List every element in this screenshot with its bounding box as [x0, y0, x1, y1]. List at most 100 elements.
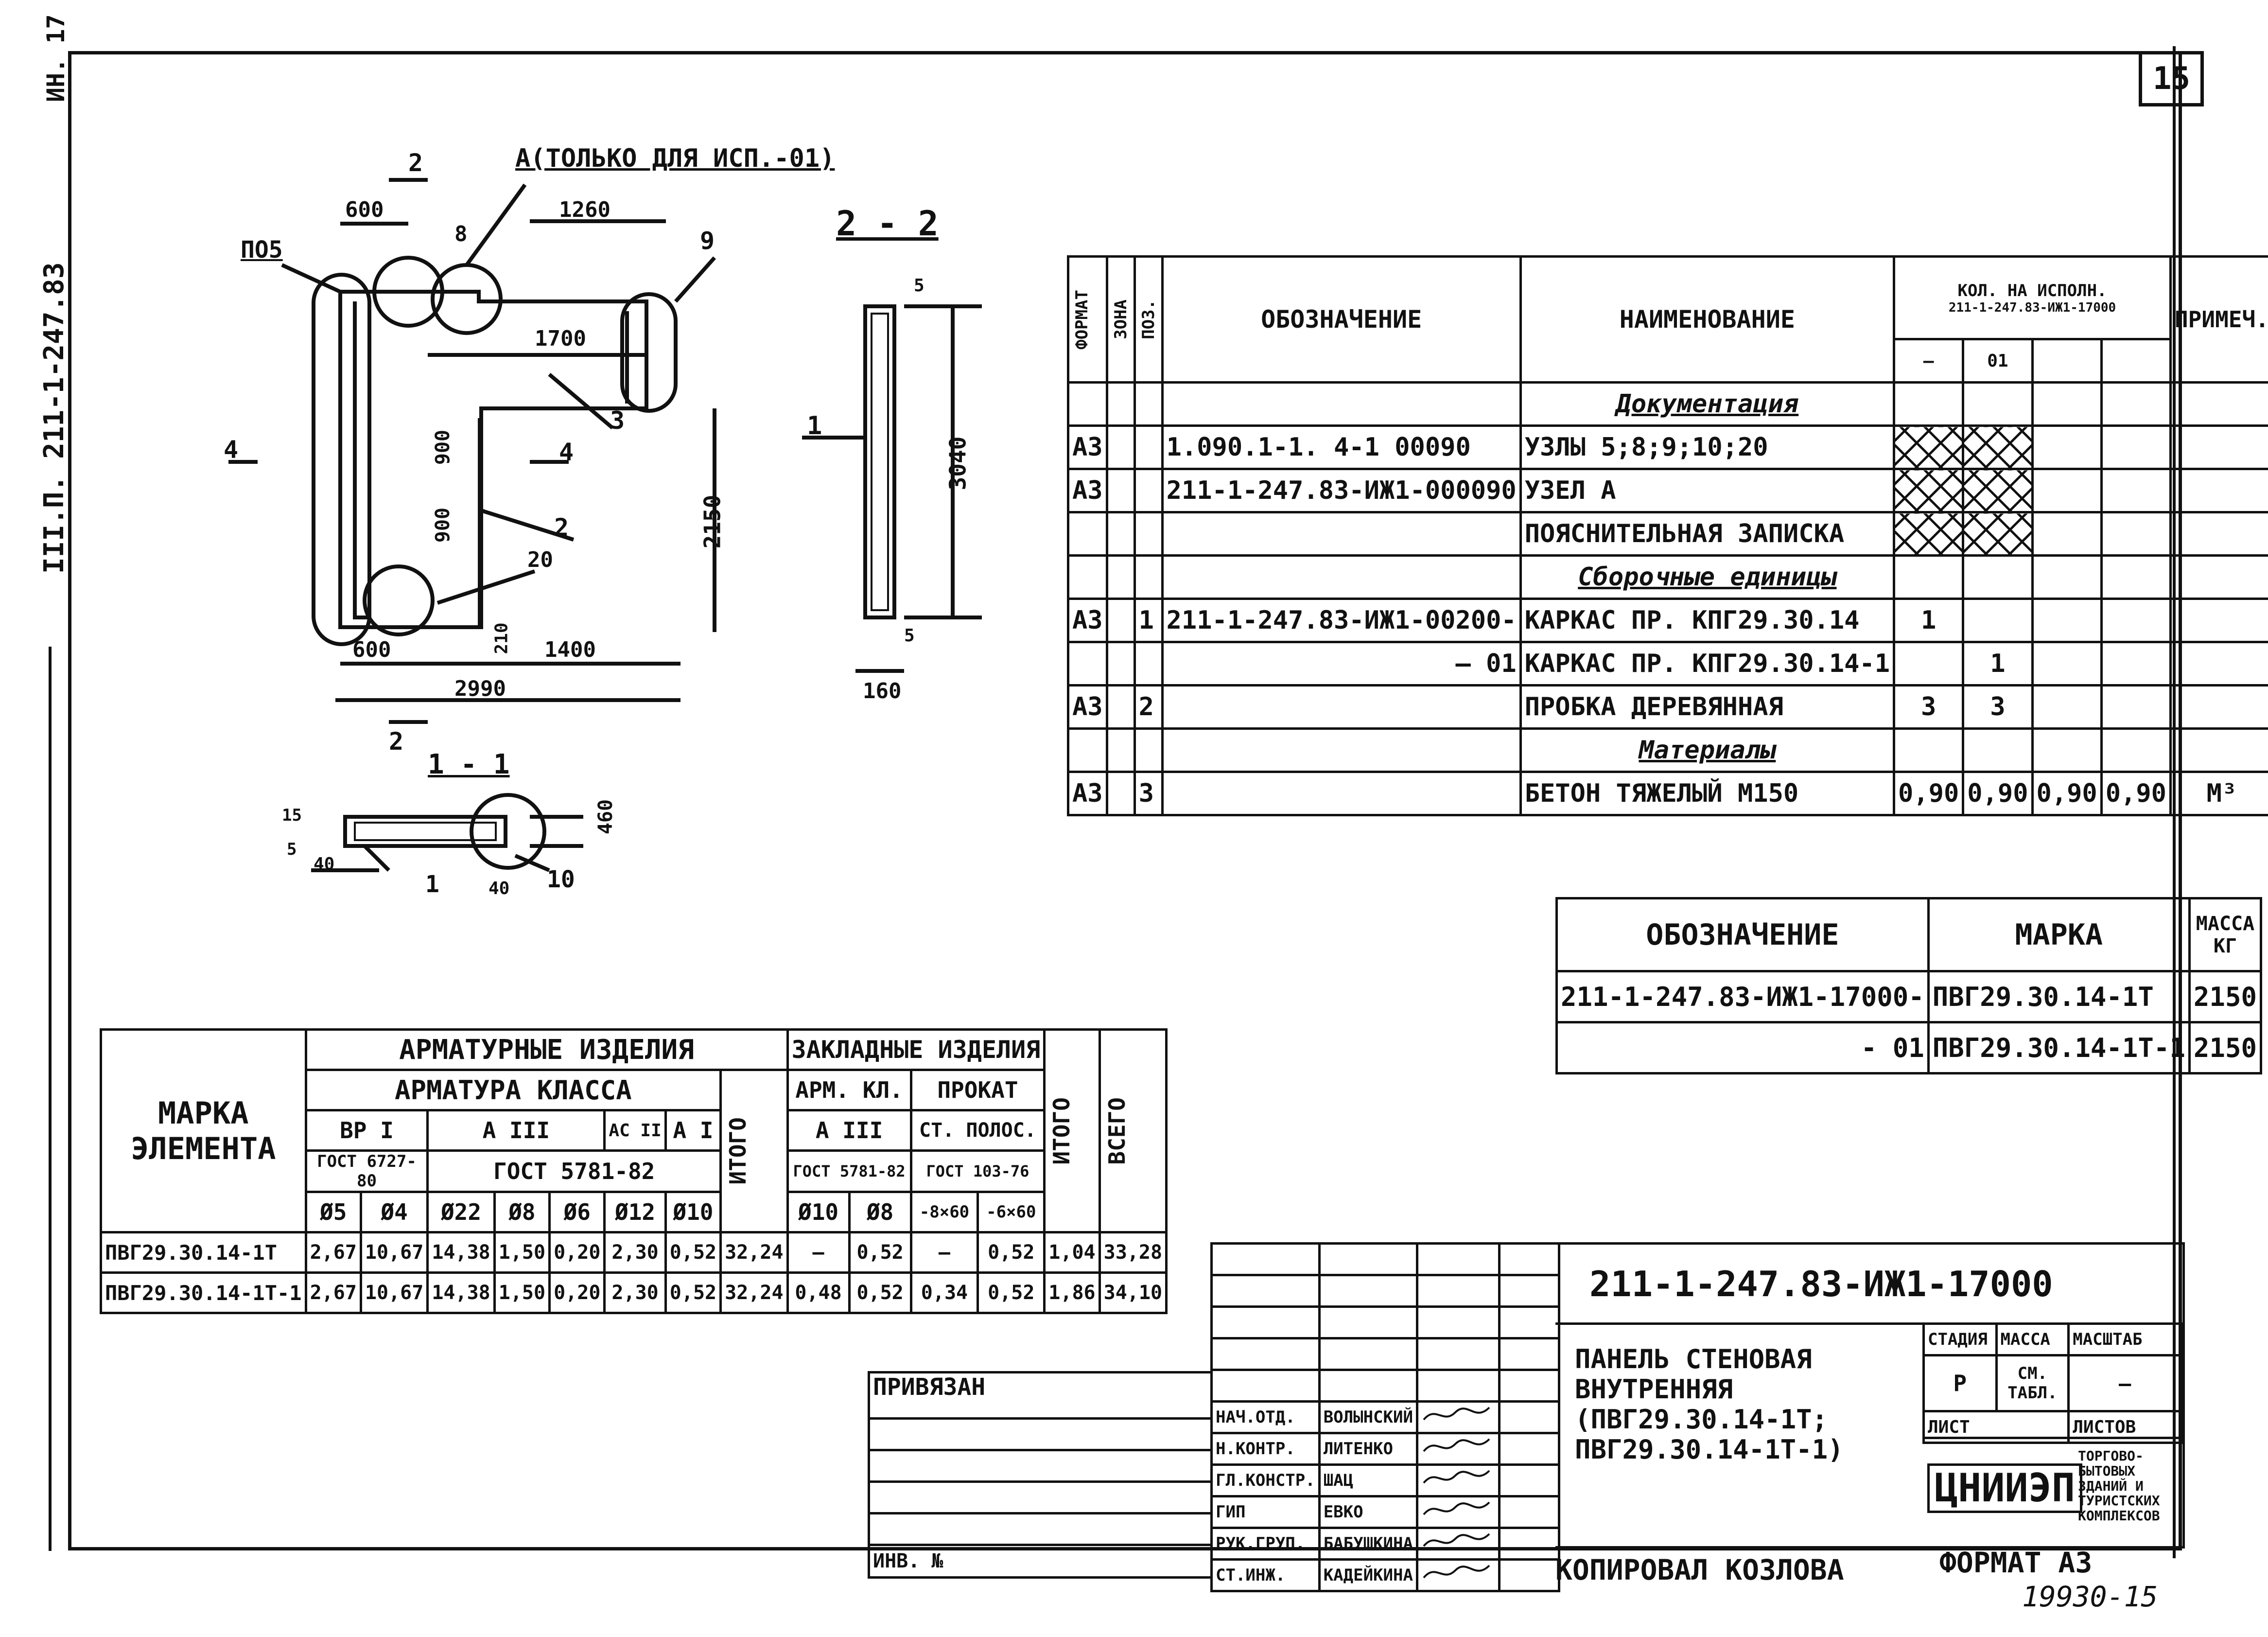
- page-number: 15: [2153, 61, 2191, 97]
- table-row: - 01 ПВГ29.30.14-1Т-1 2150: [1555, 1021, 2262, 1074]
- panel-outline: [338, 290, 648, 629]
- stage-table: СТАДИЯ МАССА МАСШТАБ Р СМ. ТАБЛ. — ЛИСТ …: [1922, 1322, 2182, 1444]
- dim-1400: 1400: [544, 637, 596, 662]
- pos-2: 2: [554, 513, 569, 542]
- spec-cell-qty: [2100, 424, 2172, 470]
- rebar-h-itogo2: ИТОГО: [1043, 1028, 1101, 1233]
- document-name: ПАНЕЛЬ СТЕНОВАЯ ВНУТРЕННЯЯ (ПВГ29.30.14-…: [1575, 1344, 1844, 1465]
- signer-role: ГИП: [1210, 1495, 1321, 1529]
- spec-cell-zone: [1105, 554, 1136, 600]
- scale-value: —: [2067, 1354, 2182, 1412]
- rebar-h-element: МАРКА ЭЛЕМЕНТА: [100, 1028, 307, 1233]
- rebar-value: 32,24: [719, 1231, 789, 1274]
- rebar-h-itogo1: ИТОГО: [719, 1069, 789, 1233]
- rebar-h-vsego: ВСЕГО: [1098, 1028, 1168, 1233]
- spec-cell-format: [1067, 641, 1108, 686]
- spec-cell-qty: [1962, 511, 2034, 557]
- spec-cell-qty: 0,90: [2031, 771, 2103, 816]
- spec-cell-qty: [2100, 641, 2172, 686]
- spec-cell-name: ПОЯСНИТЕЛЬНАЯ ЗАПИСКА: [1519, 511, 1896, 557]
- spec-cell-qty: [1962, 727, 2034, 773]
- dim-40b: 40: [488, 879, 510, 898]
- mark-2-bottom: 2: [389, 727, 404, 756]
- spec-cell-qty: [2100, 468, 2172, 513]
- spec-cell-qty: [2100, 554, 2172, 600]
- title-divider: [1555, 1322, 2182, 1325]
- rebar-h-a1: А I: [664, 1109, 722, 1152]
- spec-cell-zone: [1105, 727, 1136, 773]
- signer-name: ЛИТЕНКО: [1318, 1432, 1418, 1466]
- signer-role: Н.КОНТР.: [1210, 1432, 1321, 1466]
- spec-cell-designation: [1161, 554, 1522, 600]
- rebar-value: 0,52: [977, 1231, 1046, 1274]
- spec-h-qty: КОЛ. НА ИСПОЛН.211-1-247.83-ИЖ1-17000: [1893, 255, 2172, 340]
- spec-cell-qty: [2031, 511, 2103, 557]
- dim-2990: 2990: [454, 676, 506, 701]
- signer-name: КАДЕЙКИНА: [1318, 1558, 1418, 1592]
- spec-cell-zone: [1105, 684, 1136, 730]
- dim-15: 15: [282, 806, 302, 825]
- rebar-h-prokat: ПРОКАТ: [909, 1069, 1046, 1111]
- spec-cell-qty: [2031, 684, 2103, 730]
- rebar-diameter: Ø22: [426, 1191, 496, 1233]
- spec-cell-name: Сборочные единицы: [1519, 554, 1896, 600]
- rebar-value: 2,67: [304, 1231, 362, 1274]
- rebar-value: 0,20: [548, 1231, 606, 1274]
- spec-cell-designation: [1161, 727, 1522, 773]
- rebar-table: МАРКА ЭЛЕМЕНТА АРМАТУРНЫЕ ИЗДЕЛИЯ ЗАКЛАД…: [100, 1028, 1168, 1314]
- mass-value: СМ. ТАБЛ.: [1995, 1354, 2070, 1412]
- rebar-diameter: Ø10: [664, 1191, 722, 1233]
- spec-cell-pos: [1133, 424, 1164, 470]
- spec-cell-note: [2169, 468, 2268, 513]
- rebar-h-class: АРМАТУРА КЛАССА: [304, 1069, 722, 1111]
- spec-cell-note: [2169, 554, 2268, 600]
- spec-cell-pos: [1133, 468, 1164, 513]
- dim-40a: 40: [314, 854, 335, 874]
- spec-cell-qty: [1893, 424, 1965, 470]
- rebar-h-a3b: А III: [786, 1109, 912, 1152]
- spec-cell-format: [1067, 727, 1108, 773]
- spec-cell-zone: [1105, 598, 1136, 643]
- spec-cell-name: ПРОБКА ДЕРЕВЯННАЯ: [1519, 684, 1896, 730]
- spec-cell-designation: [1161, 771, 1522, 816]
- rebar-value: 2,67: [304, 1271, 362, 1314]
- spec-row: Документация: [1067, 381, 2268, 427]
- node-8-circle: [372, 256, 444, 328]
- sheet-format: ФОРМАТ А3: [1939, 1546, 2093, 1579]
- rebar-h-zakl: ЗАКЛАДНЫЕ ИЗДЕЛИЯ: [786, 1028, 1046, 1071]
- signer-row: Н.КОНТР.ЛИТЕНКО: [1210, 1432, 1560, 1466]
- spec-cell-qty: [2031, 468, 2103, 513]
- pos-9: 9: [700, 227, 715, 255]
- spec-cell-pos: 2: [1133, 684, 1164, 730]
- section-1-1-label: 1 - 1: [428, 749, 510, 780]
- spec-cell-qty: [2031, 424, 2103, 470]
- dim-160: 160: [863, 679, 902, 704]
- spec-cell-qty: [1893, 641, 1965, 686]
- spec-cell-qty: [2100, 511, 2172, 557]
- spec-h-pos: ПОЗ.: [1133, 255, 1164, 384]
- signature: [1415, 1495, 1501, 1529]
- dim-900a: 900: [432, 429, 454, 465]
- spec-cell-qty: [1962, 598, 2034, 643]
- privyazan-table: ПРИВЯЗАН ИНВ. №: [868, 1371, 1213, 1579]
- mark-4-left: 4: [224, 436, 239, 464]
- signer-row: РУК.ГРУП.БАБУШКИНА: [1210, 1527, 1560, 1561]
- inv-label: ИНВ. №: [868, 1544, 1213, 1579]
- rebar-h-gost3: ГОСТ 5781-82: [786, 1149, 912, 1193]
- spec-cell-format: А3: [1067, 771, 1108, 816]
- spec-cell-name: УЗЕЛ А: [1519, 468, 1896, 513]
- mass-h-designation: ОБОЗНАЧЕНИЕ: [1555, 897, 1930, 972]
- spec-cell-format: [1067, 554, 1108, 600]
- rebar-value: 1,86: [1043, 1271, 1101, 1314]
- spec-cell-qty: 1: [1962, 641, 2034, 686]
- callout-a: А(ТОЛЬКО ДЛЯ ИСП.-01): [515, 144, 835, 173]
- signer-name: ЕВКО: [1318, 1495, 1418, 1529]
- spec-cell-qty: [2100, 727, 2172, 773]
- signer-row: НАЧ.ОТД.ВОЛЫНСКИЙ: [1210, 1400, 1560, 1434]
- spec-cell-qty: [2031, 598, 2103, 643]
- rebar-value: 14,38: [426, 1271, 496, 1314]
- rebar-diameter: Ø12: [603, 1191, 667, 1233]
- rebar-value: 33,28: [1098, 1231, 1168, 1274]
